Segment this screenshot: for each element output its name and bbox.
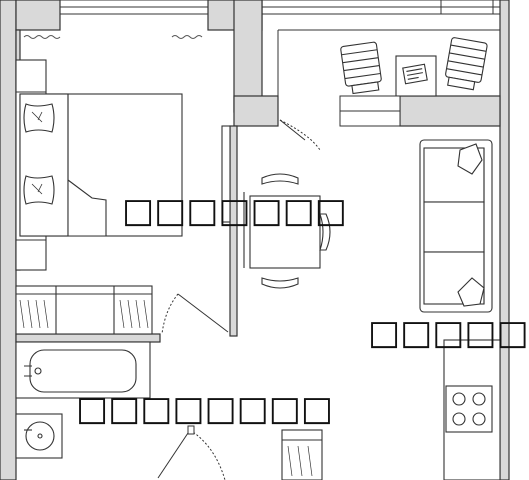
wall-balcony-block xyxy=(399,95,501,127)
stove xyxy=(445,385,493,433)
dresser xyxy=(15,285,153,335)
sofa-cushion-bottom xyxy=(457,277,485,307)
kitchen xyxy=(443,339,501,480)
door-bathroom[interactable] xyxy=(157,425,226,480)
balcony-chair-left xyxy=(340,41,382,95)
floor-plan xyxy=(0,0,510,480)
room-label-bedroom: □□□□□□□ xyxy=(122,191,347,231)
newspaper-icon xyxy=(402,63,428,85)
sofa-cushion-top xyxy=(457,143,483,175)
wall-top-left xyxy=(15,0,61,31)
wall-column-step xyxy=(233,95,279,127)
bathroom-fixtures xyxy=(15,341,151,459)
door-balcony[interactable] xyxy=(279,119,321,151)
bed-blanket xyxy=(67,94,107,237)
sofa xyxy=(419,139,493,313)
bathtub-basin xyxy=(29,349,137,393)
windows xyxy=(59,0,501,15)
entry-cabinet xyxy=(281,429,323,480)
chair-right xyxy=(319,213,331,251)
dining-table xyxy=(249,195,321,269)
burner-icon xyxy=(452,392,466,406)
bedroom-furniture xyxy=(15,59,231,271)
wall-bathroom-top xyxy=(15,333,161,343)
burner-icon xyxy=(472,412,486,426)
balcony-furniture xyxy=(340,37,488,97)
wall-outer-left xyxy=(0,0,17,480)
chair-top xyxy=(261,173,299,185)
wall-column xyxy=(233,0,263,113)
wall-partition xyxy=(229,125,238,337)
dining-set xyxy=(243,173,331,289)
sink-drain-icon xyxy=(37,433,43,439)
chair-bottom xyxy=(261,277,299,289)
room-label-living: □□□□□ xyxy=(368,313,529,353)
burner-icon xyxy=(472,392,486,406)
burner-icon xyxy=(452,412,466,426)
room-label-bathroom: □□□□□□□□ xyxy=(76,389,333,429)
drain-icon xyxy=(34,367,42,375)
walls xyxy=(0,0,510,480)
balcony-chair-right xyxy=(445,37,488,91)
door-bedroom[interactable] xyxy=(161,293,229,335)
wall-outer-right xyxy=(499,0,510,480)
